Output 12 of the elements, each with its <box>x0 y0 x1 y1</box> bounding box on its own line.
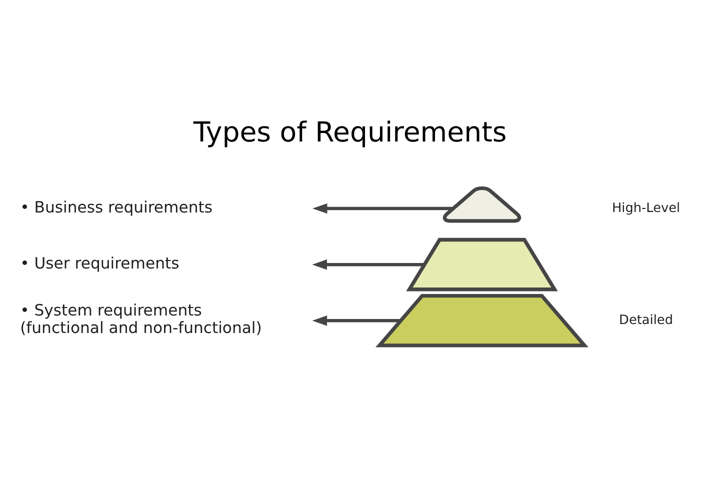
node-text: • User requirements <box>20 254 180 272</box>
node-dome <box>442 186 522 222</box>
node-text: • Business requirements <box>20 198 213 216</box>
label: Detailed <box>619 312 674 328</box>
node-text: • System requirements (functional and non-functional) <box>20 301 262 337</box>
arrow <box>312 258 424 270</box>
label: High-Level <box>612 200 680 216</box>
arrow <box>312 314 401 326</box>
diagram-title: Types of Requirements <box>193 114 507 148</box>
node-trapezium <box>406 237 558 291</box>
arrow <box>312 202 454 214</box>
node-trapezium <box>375 294 588 347</box>
